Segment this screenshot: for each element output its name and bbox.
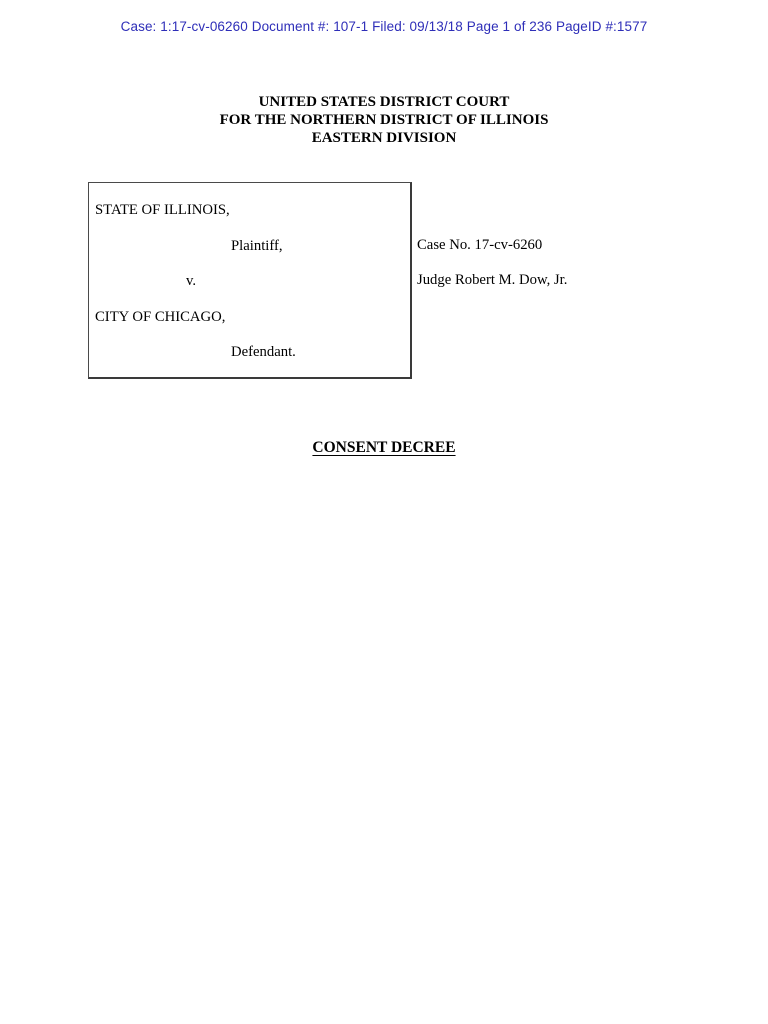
- court-heading: UNITED STATES DISTRICT COURT FOR THE NOR…: [0, 93, 768, 148]
- versus-label: v.: [186, 273, 197, 289]
- case-number: Case No. 17-cv-6260: [417, 237, 543, 253]
- court-heading-line-2: FOR THE NORTHERN DISTRICT OF ILLINOIS: [219, 112, 549, 129]
- case-caption-box: STATE OF ILLINOIS, Plaintiff, v. CITY OF…: [88, 182, 412, 379]
- ecf-stamp-header: Case: 1:17-cv-06260 Document #: 107-1 Fi…: [120, 19, 648, 34]
- plaintiff-name: STATE OF ILLINOIS,: [95, 202, 230, 218]
- court-heading-line-1: UNITED STATES DISTRICT COURT: [258, 94, 510, 110]
- court-heading-line-3: EASTERN DIVISION: [311, 130, 457, 147]
- document-title: CONSENT DECREE: [312, 439, 456, 456]
- plaintiff-role-label: Plaintiff,: [231, 238, 283, 254]
- defendant-role-label: Defendant.: [231, 344, 296, 360]
- document-title-wrapper: CONSENT DECREE: [0, 439, 768, 457]
- defendant-name: CITY OF CHICAGO,: [95, 309, 226, 325]
- judge-name: Judge Robert M. Dow, Jr.: [417, 272, 568, 288]
